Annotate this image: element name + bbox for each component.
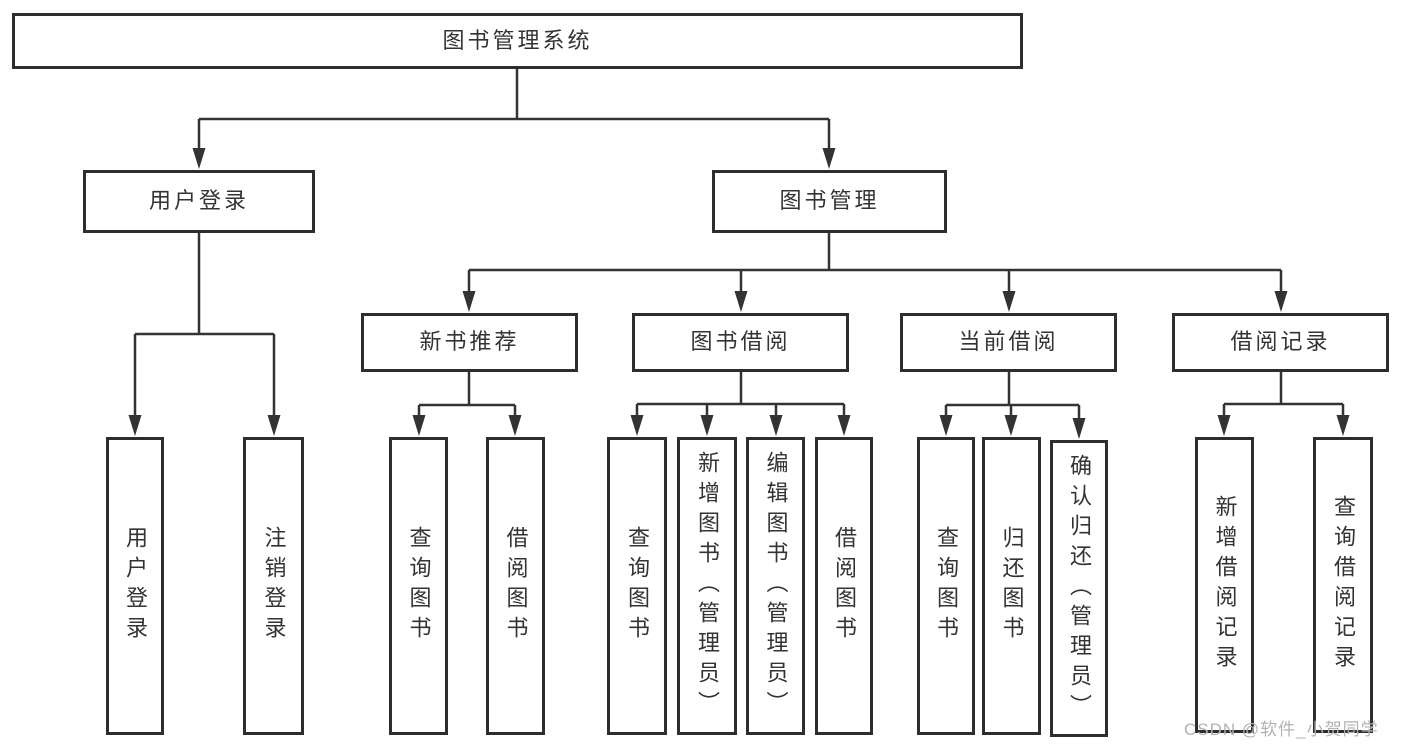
node-label: 归还图书 — [999, 526, 1025, 646]
arrowhead — [267, 415, 281, 436]
node-label: 图书管理系统 — [442, 27, 593, 53]
leaf-query-borrow-record: 查询借阅记录 — [1313, 437, 1373, 733]
node-label: 新增图书（管理员） — [695, 451, 720, 721]
leaf-logout: 注销登录 — [243, 437, 304, 735]
arrowhead — [1336, 415, 1350, 436]
leaf-user-login: 用户登录 — [106, 437, 164, 735]
leaf-add-borrow-record: 新增借阅记录 — [1195, 437, 1254, 733]
node-label: 图书管理 — [779, 188, 880, 214]
node-library-management-system: 图书管理系统 — [12, 13, 1023, 69]
arrowhead — [1002, 291, 1016, 312]
connector-current-borrow-to-leaves — [944, 372, 1081, 420]
connector-new-book-recommend-to-leaves — [417, 372, 517, 417]
node-new-book-recommend: 新书推荐 — [361, 313, 578, 372]
leaf-edit-books-admin: 编辑图书（管理员） — [746, 437, 805, 735]
connector-book-management-to-level3 — [467, 233, 1283, 293]
node-label: 借阅图书 — [832, 526, 857, 646]
node-label: 查询图书 — [934, 526, 959, 646]
arrowhead — [508, 415, 522, 436]
leaf-add-books-admin: 新增图书（管理员） — [677, 437, 737, 735]
leaf-query-books: 查询图书 — [917, 437, 975, 735]
node-label: 查询图书 — [625, 526, 650, 646]
leaf-borrow-books: 借阅图书 — [486, 437, 545, 735]
arrowhead — [412, 415, 426, 436]
node-label: 用户登录 — [123, 526, 148, 646]
connector-book-borrow-to-leaves — [635, 372, 846, 417]
node-label: 编辑图书（管理员） — [763, 451, 789, 721]
node-label: 借阅图书 — [503, 526, 529, 646]
arrowhead — [939, 415, 953, 436]
node-book-borrow: 图书借阅 — [632, 313, 849, 372]
leaf-query-books: 查询图书 — [607, 437, 667, 735]
arrowhead — [462, 291, 476, 312]
node-label: 查询图书 — [406, 526, 432, 646]
leaf-confirm-return-admin: 确认归还（管理员） — [1050, 440, 1108, 737]
csdn-watermark: CSDN @软件_小贺同学 — [1184, 720, 1379, 739]
arrowhead — [837, 415, 851, 436]
arrowhead — [128, 415, 142, 436]
arrowhead — [630, 415, 644, 436]
node-label: 图书借阅 — [690, 329, 791, 355]
arrowhead — [192, 148, 206, 169]
connector-borrow-records-to-leaves — [1222, 372, 1345, 417]
leaf-borrow-books: 借阅图书 — [815, 437, 873, 735]
node-label: 注销登录 — [261, 526, 287, 646]
leaf-query-books: 查询图书 — [389, 437, 448, 735]
node-borrow-records: 借阅记录 — [1172, 313, 1389, 372]
node-book-management: 图书管理 — [712, 170, 947, 233]
node-user-login: 用户登录 — [83, 170, 315, 233]
node-label: 查询借阅记录 — [1331, 495, 1356, 675]
node-label: 用户登录 — [148, 188, 249, 214]
node-label: 确认归还（管理员） — [1067, 453, 1092, 724]
arrowhead — [734, 291, 748, 312]
node-label: 当前借阅 — [958, 329, 1059, 355]
arrowhead — [1072, 418, 1086, 439]
arrowhead — [1004, 415, 1018, 436]
arrowhead — [1217, 415, 1231, 436]
leaf-return-books: 归还图书 — [982, 437, 1041, 735]
connector-root-to-level2 — [197, 69, 831, 150]
node-label: 新书推荐 — [419, 329, 520, 355]
arrowheads — [128, 148, 1350, 439]
connector-user-login-to-leaves — [133, 233, 276, 417]
node-label: 借阅记录 — [1230, 329, 1331, 355]
node-label: 新增借阅记录 — [1212, 495, 1238, 675]
arrowhead — [822, 148, 836, 169]
arrowhead — [1274, 291, 1288, 312]
arrowhead — [769, 415, 783, 436]
arrowhead — [700, 415, 714, 436]
node-current-borrow: 当前借阅 — [900, 313, 1117, 372]
